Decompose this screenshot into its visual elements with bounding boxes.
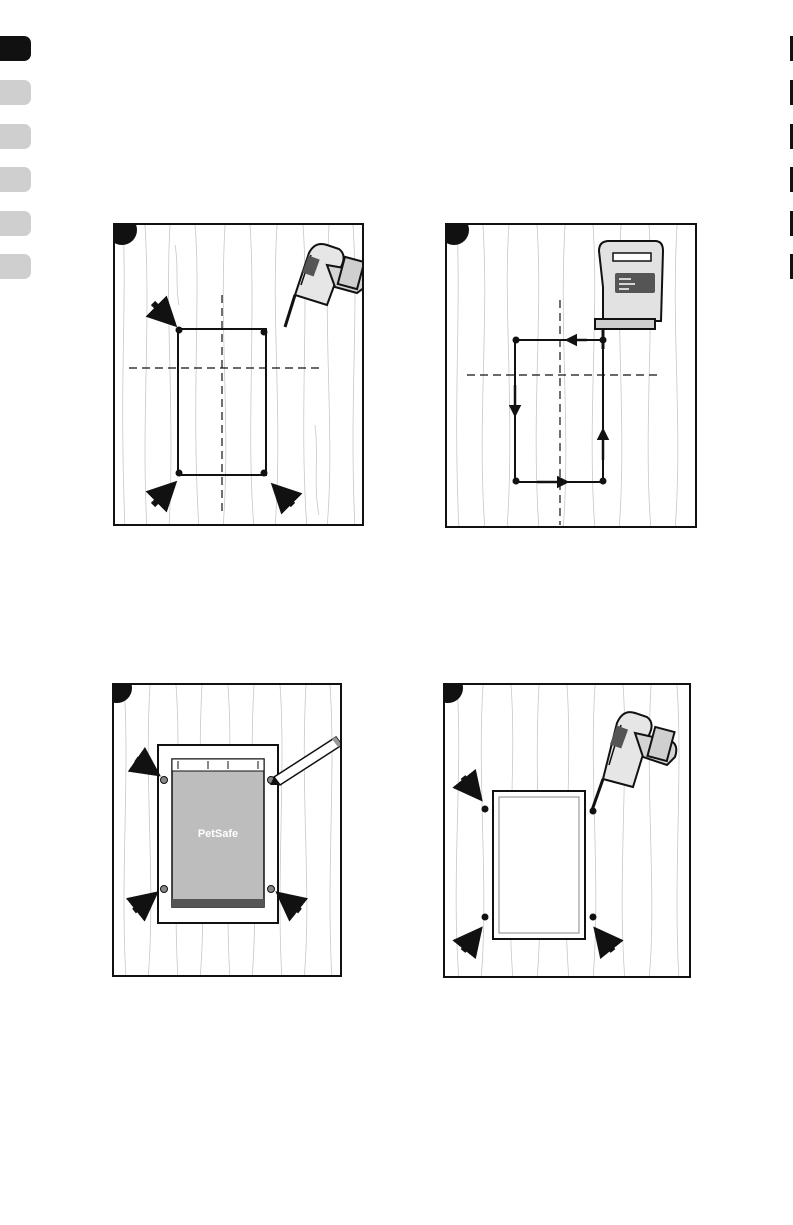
- drill-hole: [482, 914, 489, 921]
- petsafe-logo: PetSafe: [198, 828, 238, 840]
- section-tab-6[interactable]: [0, 254, 31, 279]
- cut-path: [515, 340, 603, 482]
- drill-hole: [513, 478, 520, 485]
- section-tab-5[interactable]: [0, 211, 31, 236]
- pencil-icon: [270, 737, 342, 785]
- jigsaw-icon: [595, 241, 663, 349]
- arrow-icon: [597, 931, 613, 951]
- arrow-icon: [463, 931, 479, 951]
- drill-icon: [591, 712, 676, 813]
- drill-hole: [482, 806, 489, 813]
- step-1-panel: [113, 223, 364, 526]
- arrow-icon: [280, 895, 300, 911]
- door-opening: [493, 791, 585, 939]
- drill-hole: [600, 478, 607, 485]
- section-tab-4[interactable]: [0, 167, 31, 192]
- section-tab-1[interactable]: [0, 36, 31, 61]
- drill-hole: [261, 470, 268, 477]
- drill-hole: [590, 914, 597, 921]
- arrow-icon: [153, 303, 173, 323]
- drill-hole: [261, 329, 268, 336]
- section-tab-3[interactable]: [0, 124, 31, 149]
- step-2-panel: [445, 223, 697, 528]
- step-4-panel: [443, 683, 691, 978]
- arrow-icon: [136, 759, 156, 773]
- arrow-icon: [153, 485, 173, 505]
- step-3-panel: PetSafe: [112, 683, 342, 977]
- arrow-icon: [275, 487, 293, 505]
- drill-hole: [176, 327, 183, 334]
- arrow-icon: [134, 895, 154, 911]
- drill-hole: [176, 470, 183, 477]
- drill-hole: [513, 337, 520, 344]
- drill-icon: [285, 244, 364, 327]
- arrow-icon: [463, 777, 479, 797]
- section-tab-2[interactable]: [0, 80, 31, 105]
